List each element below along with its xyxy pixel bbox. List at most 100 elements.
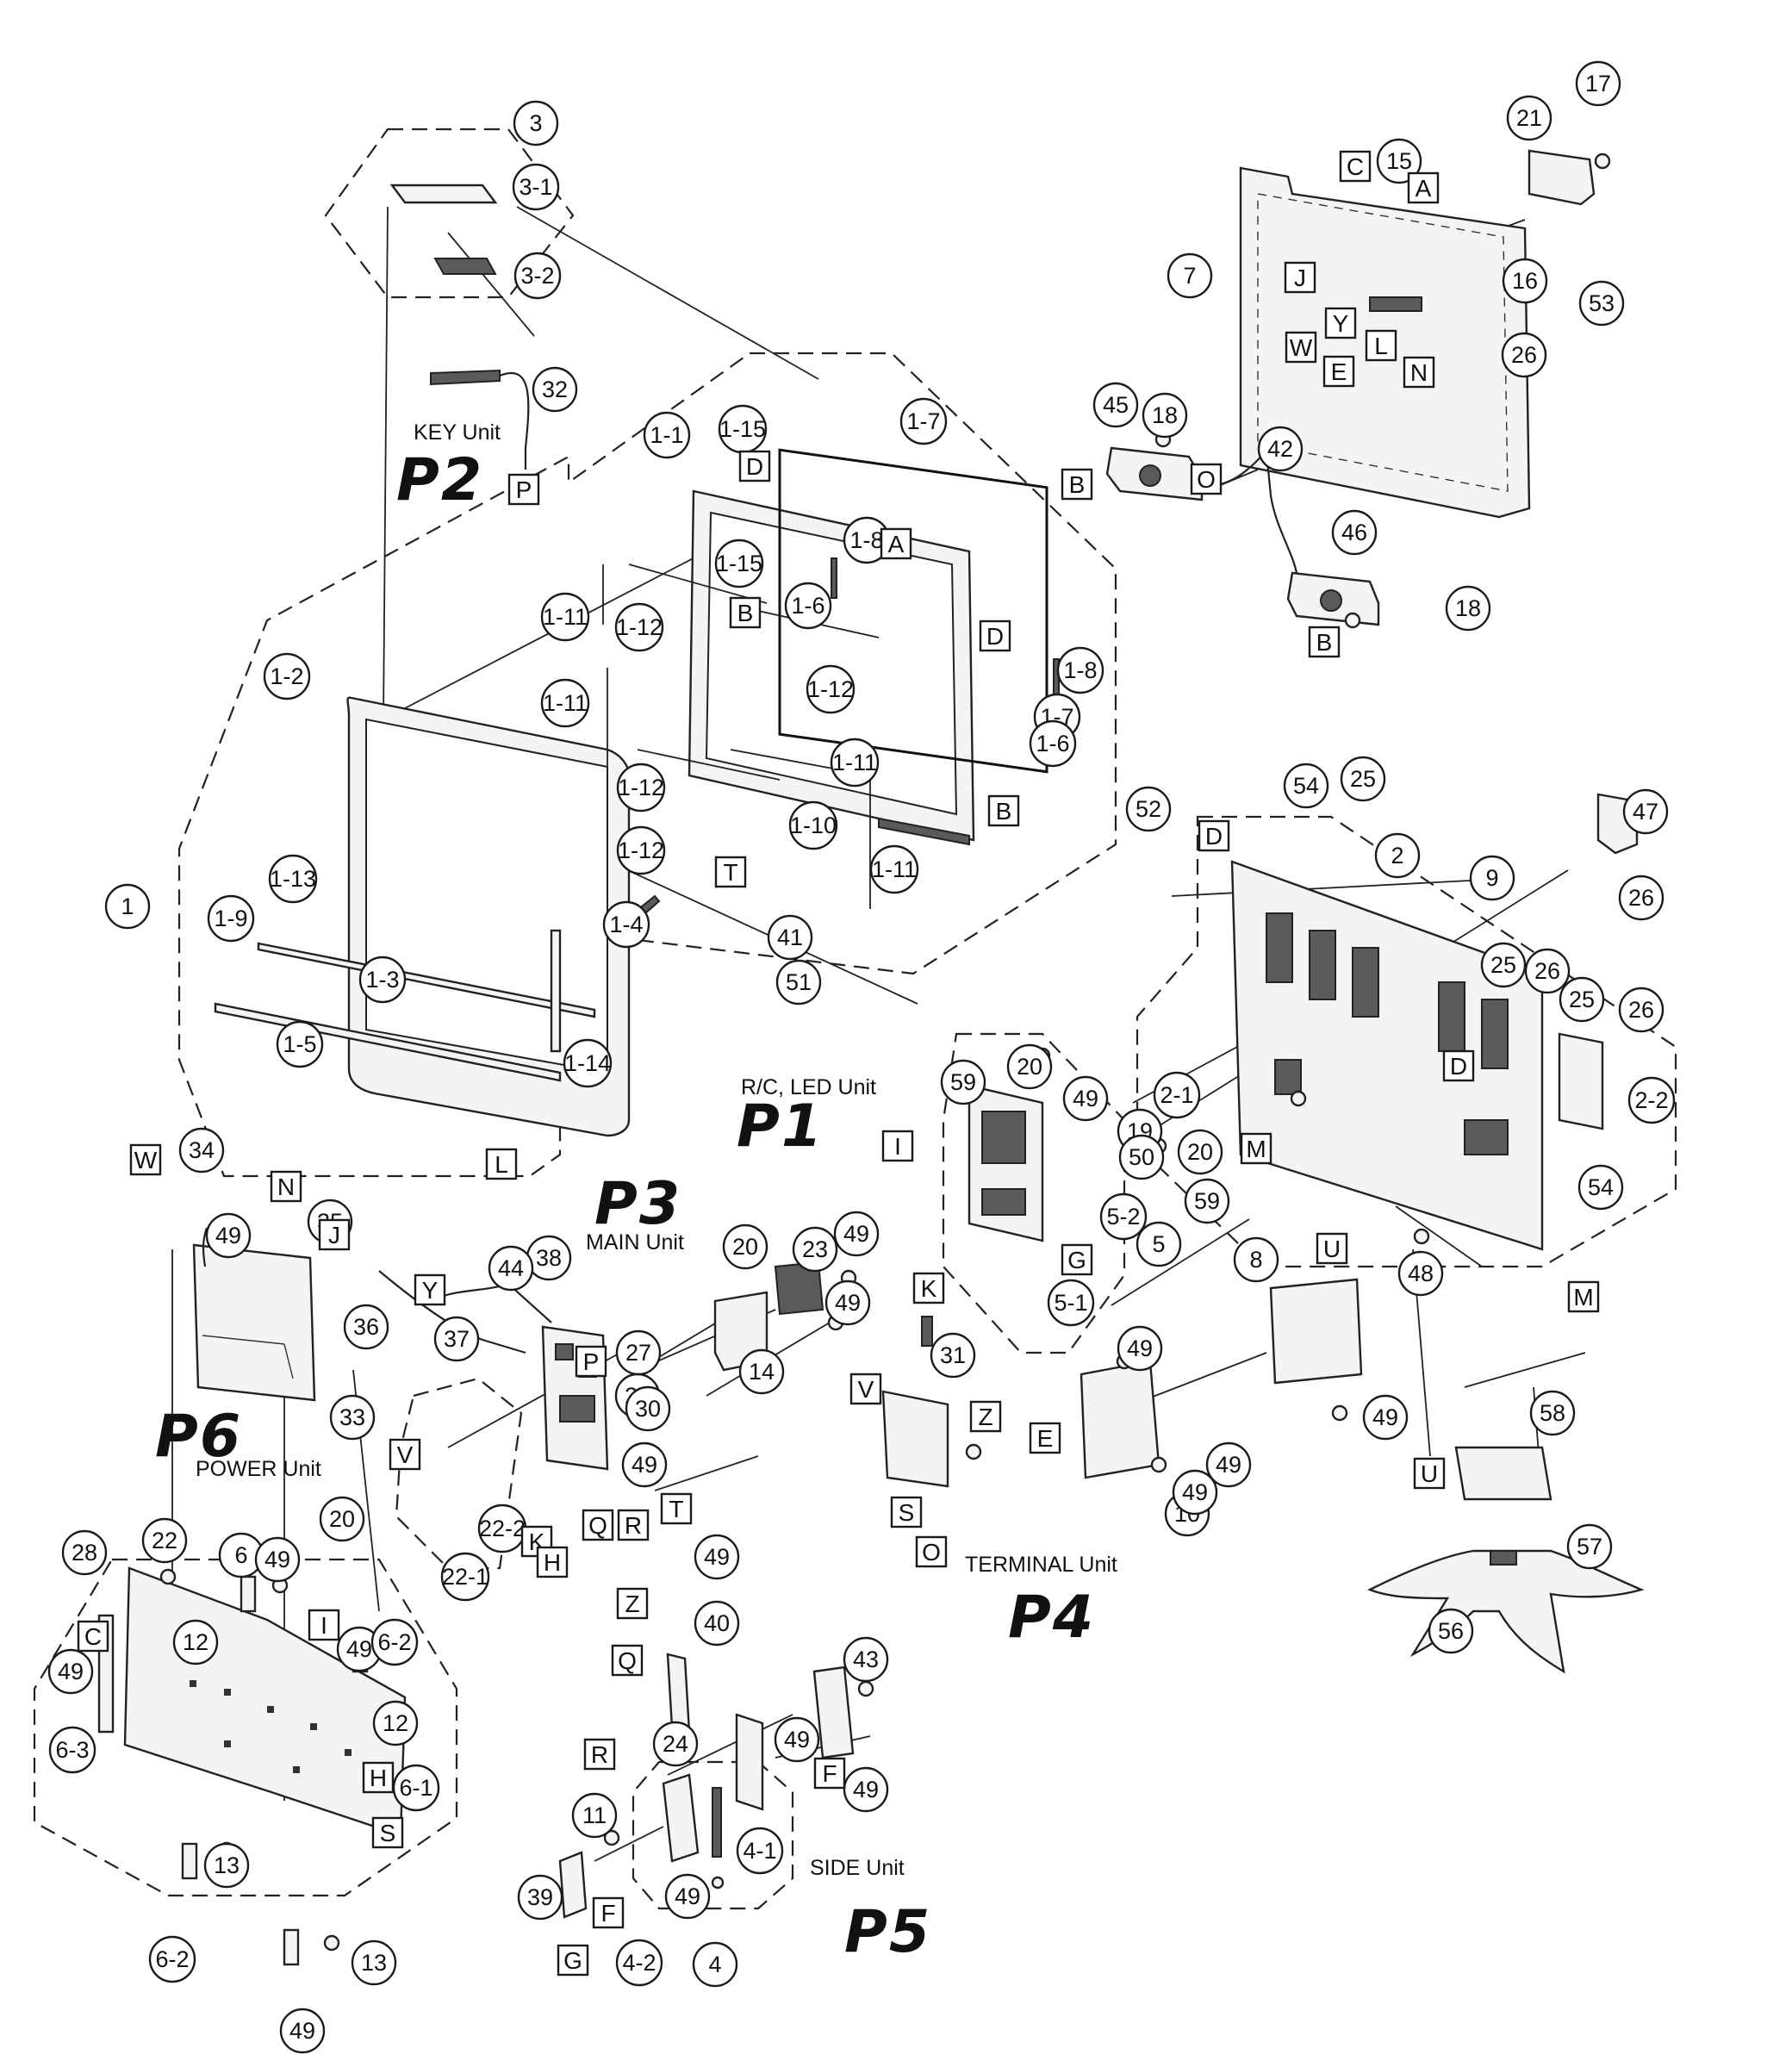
callout-4-1: 4-1 xyxy=(736,1827,784,1875)
letter-box-E: E xyxy=(1029,1422,1061,1454)
callout-label: 13 xyxy=(361,1950,387,1976)
callout-label: 1-14 xyxy=(564,1050,611,1076)
callout-1-11: 1-11 xyxy=(540,592,590,642)
callout-1: 1 xyxy=(104,883,151,930)
callout-6: 6 xyxy=(218,1532,264,1578)
letter-box-label: O xyxy=(1197,466,1216,493)
callout-label: 38 xyxy=(536,1245,562,1271)
callout-8: 8 xyxy=(1233,1236,1279,1283)
callout-label: 25 xyxy=(1569,987,1595,1012)
callout-1-9: 1-9 xyxy=(207,894,255,943)
callout-label: 50 xyxy=(1129,1144,1154,1170)
letter-box-label: L xyxy=(495,1151,508,1178)
callout-38: 38 xyxy=(526,1235,572,1281)
page-label-p1: P1 xyxy=(737,1093,824,1161)
callout-label: 51 xyxy=(786,969,812,995)
letter-box-P: P xyxy=(575,1345,607,1378)
callout-label: 43 xyxy=(853,1647,879,1672)
callout-1-10: 1-10 xyxy=(788,800,838,850)
callout-label: 25 xyxy=(1490,952,1516,978)
callout-20: 20 xyxy=(319,1496,365,1542)
letter-box-label: M xyxy=(1246,1136,1266,1162)
page-label-p5: P5 xyxy=(844,1898,931,1966)
callout-label: 22-1 xyxy=(442,1564,488,1590)
callout-label: 1-12 xyxy=(618,837,664,863)
callout-label: 47 xyxy=(1633,799,1658,825)
callout-37: 37 xyxy=(433,1316,480,1362)
group-5-outline xyxy=(942,1032,1126,1354)
callout-49: 49 xyxy=(205,1212,252,1259)
letter-box-label: N xyxy=(1410,359,1428,386)
terminal-unit-label: TERMINAL Unit xyxy=(965,1553,1117,1577)
letter-box-B: B xyxy=(1061,468,1093,501)
letter-box-Y: Y xyxy=(1324,307,1357,339)
callout-label: 1-8 xyxy=(1063,657,1097,683)
callout-27: 27 xyxy=(615,1329,662,1376)
letter-box-label: U xyxy=(1323,1236,1341,1262)
callout-label: 4-2 xyxy=(622,1950,656,1976)
callout-label: 8 xyxy=(1249,1247,1262,1273)
main-unit-label: MAIN Unit xyxy=(586,1230,684,1255)
letter-box-U: U xyxy=(1413,1457,1446,1490)
callout-label: 2 xyxy=(1391,843,1403,869)
callout-49: 49 xyxy=(1117,1325,1163,1372)
letter-box-label: A xyxy=(888,531,905,557)
letter-box-label: I xyxy=(320,1612,327,1639)
callout-52: 52 xyxy=(1125,786,1172,832)
callout-47: 47 xyxy=(1622,788,1669,835)
letter-box-Z: Z xyxy=(969,1400,1002,1433)
letter-box-A: A xyxy=(1407,171,1440,204)
callout-label: 26 xyxy=(1628,997,1654,1023)
callout-label: 49 xyxy=(675,1883,700,1909)
callout-9: 9 xyxy=(1469,855,1515,901)
callout-label: 49 xyxy=(843,1221,869,1247)
callout-1-14: 1-14 xyxy=(563,1038,613,1088)
callout-label: 1-1 xyxy=(650,422,683,448)
callout-26: 26 xyxy=(1524,948,1571,994)
callout-label: 1-4 xyxy=(609,912,643,937)
callout-label: 52 xyxy=(1136,796,1161,822)
letter-box-label: E xyxy=(1331,358,1347,385)
callout-6-1: 6-1 xyxy=(392,1764,440,1812)
letter-box-label: O xyxy=(922,1539,941,1566)
rc-led-unit-label: R/C, LED Unit xyxy=(741,1075,876,1099)
callout-59: 59 xyxy=(1184,1178,1230,1224)
callout-1-15: 1-15 xyxy=(714,539,764,588)
letter-box-Y: Y xyxy=(414,1273,446,1306)
speaker-cable xyxy=(1201,451,1298,574)
letter-box-S: S xyxy=(371,1816,404,1849)
callout-label: 26 xyxy=(1534,958,1560,984)
callout-label: 20 xyxy=(732,1234,758,1260)
letter-box-label: I xyxy=(894,1133,901,1160)
callout-label: 1-12 xyxy=(807,676,854,702)
letter-box-O: O xyxy=(915,1535,948,1568)
letter-box-F: F xyxy=(592,1896,625,1929)
callout-6-2: 6-2 xyxy=(370,1618,419,1666)
callout-42: 42 xyxy=(1257,426,1304,472)
callout-label: 1-7 xyxy=(906,408,940,434)
callout-49: 49 xyxy=(1062,1075,1109,1122)
front-bottom-trim xyxy=(257,942,596,1018)
callout-56: 56 xyxy=(1428,1608,1474,1654)
letter-box-label: A xyxy=(1416,175,1432,202)
callout-22: 22 xyxy=(141,1517,188,1564)
callout-label: 33 xyxy=(339,1404,365,1430)
callout-51: 51 xyxy=(775,959,822,1005)
letter-box-label: H xyxy=(370,1765,387,1791)
power-cable-34 xyxy=(202,1227,208,1267)
callout-label: 25 xyxy=(1350,766,1376,792)
callout-label: 6-2 xyxy=(155,1946,189,1972)
letter-box-label: G xyxy=(1067,1247,1086,1273)
letter-box-I: I xyxy=(308,1609,340,1641)
callout-59: 59 xyxy=(940,1059,986,1105)
letter-box-label: T xyxy=(723,859,737,886)
key-board xyxy=(433,258,497,275)
stand-neck-57 xyxy=(1454,1446,1552,1501)
callout-label: 28 xyxy=(72,1540,97,1566)
letter-box-I: I xyxy=(881,1130,914,1162)
callout-2-1: 2-1 xyxy=(1153,1071,1201,1119)
terminal-unit-board xyxy=(881,1390,949,1488)
side-unit-board xyxy=(735,1713,764,1811)
callout-16: 16 xyxy=(1502,258,1548,304)
